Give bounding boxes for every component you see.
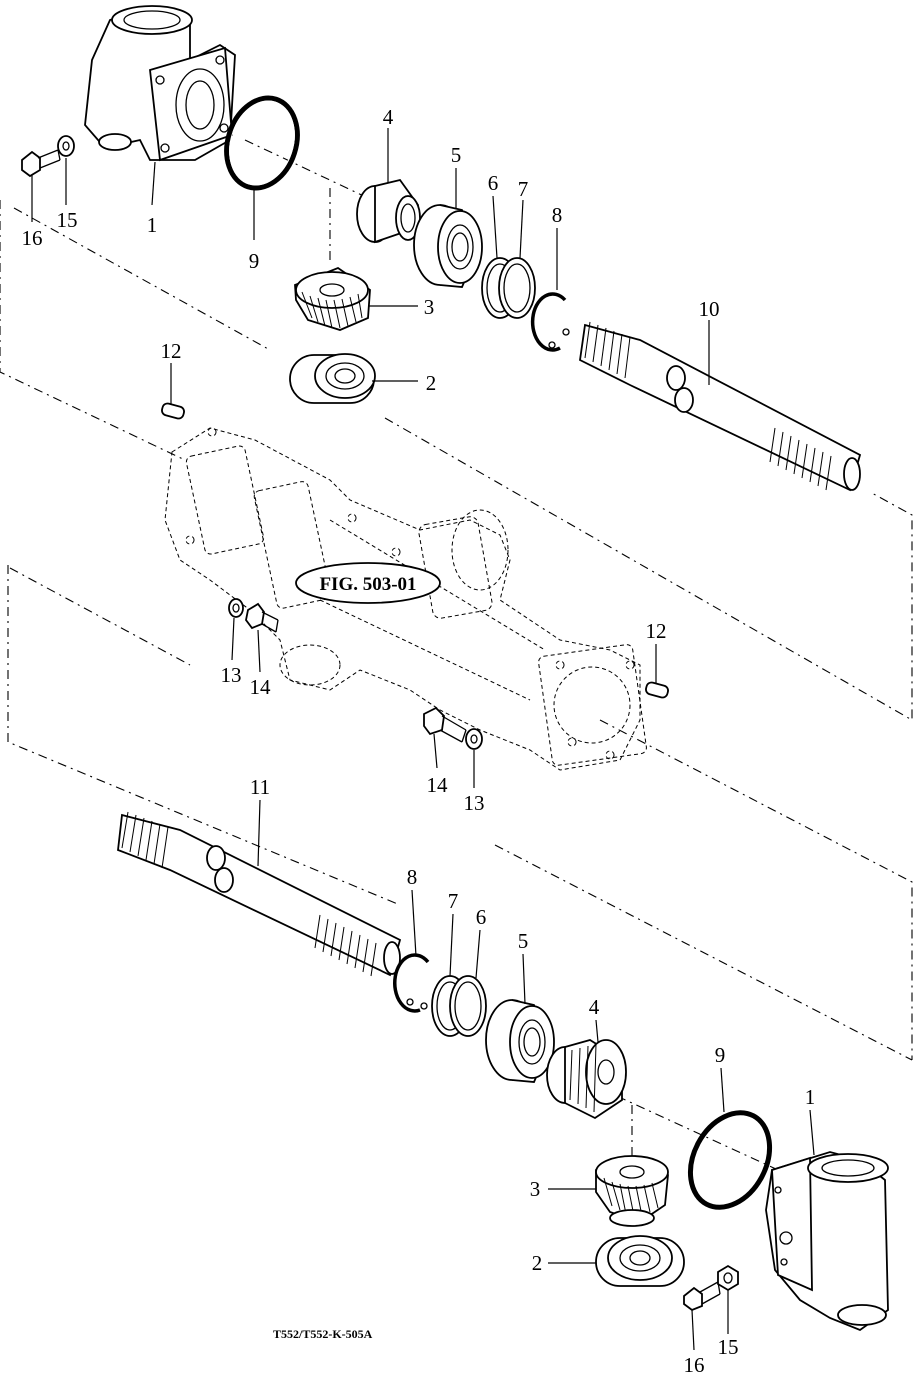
callout-12-upper: 12 <box>161 339 182 363</box>
callout-7-upper: 7 <box>518 177 529 201</box>
callout-9-lower: 9 <box>715 1043 726 1067</box>
callout-12-center: 12 <box>646 619 667 643</box>
bolt-14-center-left <box>245 602 279 633</box>
callout-16-lower: 16 <box>684 1353 705 1377</box>
bevel-gear-3-upper <box>294 266 371 331</box>
callout-11-lower: 11 <box>250 775 270 799</box>
bolt-16-lower <box>683 1281 721 1312</box>
callout-6-upper: 6 <box>488 171 499 195</box>
callout-13-center-left: 13 <box>221 663 242 687</box>
bevel-gear-4-lower <box>546 1039 627 1120</box>
callout-14-center-bottom: 14 <box>427 773 449 797</box>
callout-6-lower: 6 <box>476 905 487 929</box>
callout-5-lower: 5 <box>518 929 529 953</box>
ball-bearing-5-upper <box>413 204 483 288</box>
housing-lower <box>765 1151 889 1332</box>
callout-7-lower: 7 <box>448 889 459 913</box>
callout-4-upper: 4 <box>383 105 394 129</box>
ring-7-upper <box>498 257 536 319</box>
callout-3-upper: 3 <box>424 295 435 319</box>
washer-13-center-bottom <box>465 728 483 750</box>
callout-14-center-left: 14 <box>250 675 272 699</box>
leader-lines <box>31 128 815 1351</box>
callout-1-lower: 1 <box>805 1085 816 1109</box>
snap-ring-8-upper <box>530 292 570 352</box>
callout-15-lower: 15 <box>718 1335 739 1359</box>
pin-12-upper <box>161 402 185 420</box>
callout-1-upper: 1 <box>147 213 158 237</box>
callout-8-upper: 8 <box>552 203 563 227</box>
bevel-gear-3-lower <box>595 1155 669 1227</box>
o-ring-9-upper <box>224 95 300 191</box>
bearing-2-upper <box>289 353 376 404</box>
bolt-16-upper <box>21 149 61 178</box>
callout-9-upper: 9 <box>249 249 260 273</box>
callout-16-upper: 16 <box>22 226 43 250</box>
o-ring-9-lower <box>687 1110 773 1210</box>
figure-reference-badge[interactable]: FIG. 503-01 <box>295 562 441 604</box>
washer-15-upper <box>57 135 75 157</box>
callout-3-lower: 3 <box>530 1177 541 1201</box>
callout-2-upper: 2 <box>426 371 437 395</box>
bearing-2-lower <box>595 1235 685 1287</box>
callouts-upper: 1 2 3 4 5 6 7 8 9 10 12 15 16 <box>22 105 720 395</box>
callouts-lower: 1 2 3 4 5 6 7 8 9 11 15 16 <box>250 775 815 1377</box>
callout-2-lower: 2 <box>532 1251 543 1275</box>
main-housing-ghost <box>164 427 647 771</box>
callout-13-center-bottom: 13 <box>464 791 485 815</box>
callout-8-lower: 8 <box>407 865 418 889</box>
bearing-cone-4-upper <box>356 178 421 244</box>
ball-bearing-5-lower <box>485 999 555 1083</box>
callout-4-lower: 4 <box>589 995 600 1019</box>
drawing-code: T552/T552-K-505A <box>273 1327 373 1341</box>
housing-upper <box>84 5 236 162</box>
snap-ring-8-lower <box>393 953 430 1013</box>
pin-12-center-right <box>645 681 669 699</box>
washer-13-center-left <box>228 598 244 618</box>
bolt-14-center-bottom <box>423 706 467 743</box>
shaft-11-lower <box>117 811 402 977</box>
callout-10-upper: 10 <box>699 297 720 321</box>
callout-5-upper: 5 <box>451 143 462 167</box>
nut-15-lower <box>717 1264 739 1292</box>
ring-6-lower <box>449 975 487 1037</box>
callout-15-upper: 15 <box>57 208 78 232</box>
shaft-10-upper <box>579 321 862 492</box>
callouts-center: 12 13 14 13 14 <box>221 619 667 815</box>
figure-reference-label: FIG. 503-01 <box>319 574 416 595</box>
